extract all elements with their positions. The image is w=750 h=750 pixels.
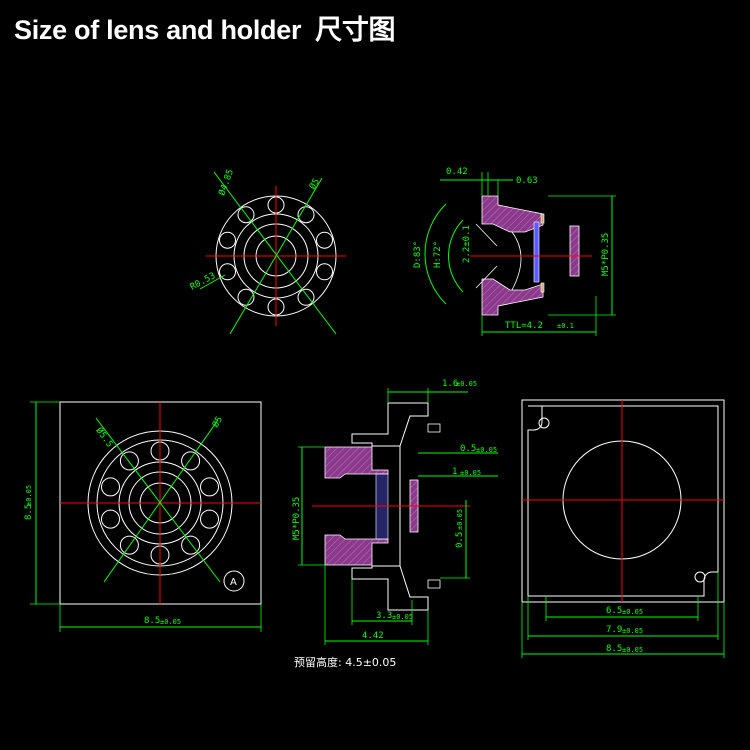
- side-ttl-tol: ±0.1: [557, 322, 574, 330]
- grip-notch: [119, 535, 139, 555]
- holder-bottom-w1-tol: ±0.05: [622, 608, 643, 616]
- holder-side-d2-tol: ±0.05: [476, 446, 497, 454]
- side-angle-d: D:83°: [413, 241, 423, 268]
- holder-top-d1: Ø5.5: [94, 425, 115, 449]
- page-title: Size of lens and holder 尺寸图: [14, 8, 396, 47]
- holder-top-height-tol: ±0.05: [25, 485, 33, 506]
- title-cn: 尺寸图: [315, 15, 396, 46]
- holder-bottom-w1: 6.5: [606, 606, 622, 616]
- holder-bottom-view: 6.5 ±0.05 7.9 ±0.05 8.5 ±0.05: [521, 399, 725, 658]
- lens-side-view: 0.42 0.63 D:83° H:72° 2.2±0.1 M5*P0.35 T…: [413, 167, 616, 336]
- holder-side-d1-tol: ±0.05: [456, 380, 477, 388]
- grip-notch: [316, 231, 333, 249]
- holder-side-d2: 0.5: [460, 444, 476, 454]
- side-d-top1: 0.42: [446, 167, 468, 177]
- grip-notch: [200, 509, 219, 529]
- holder-side-d5: 3.3: [376, 611, 392, 621]
- holder-side-d5-tol: ±0.05: [392, 613, 413, 621]
- grip-notch: [297, 288, 315, 306]
- holder-side-d1: 1.6: [442, 379, 458, 389]
- grip-notch: [316, 263, 333, 281]
- holder-top-d2: Ø5: [210, 415, 225, 430]
- grip-notch: [200, 477, 219, 497]
- top-d2-label: Ø5: [307, 177, 322, 192]
- side-angle-h: H:72°: [433, 241, 443, 268]
- holder-side-note: 预留高度: 4.5±0.05: [294, 655, 396, 669]
- side-thread: M5*P0.35: [601, 233, 611, 276]
- holder-bottom-w2-tol: ±0.05: [622, 627, 643, 635]
- holder-side-view: 1.6 ±0.05 0.5 ±0.05 1 ±0.05 0.5 ±0.05 M5…: [292, 379, 498, 669]
- grip-notch: [237, 206, 255, 224]
- holder-side-thread: M5*P0.35: [292, 497, 302, 540]
- holder-bottom-w2: 7.9: [606, 625, 622, 635]
- grip-notch: [181, 535, 201, 555]
- title-main: Size of lens and holder: [14, 15, 302, 45]
- grip-notch: [181, 451, 201, 471]
- marker-circle: [223, 570, 245, 592]
- grip-notch: [219, 263, 236, 281]
- grip-notch: [219, 231, 236, 249]
- side-ttl: TTL=4.2: [505, 321, 543, 331]
- side-glass: 2.2±0.1: [462, 225, 472, 263]
- marker-a: A: [230, 577, 237, 588]
- grip-notch: [101, 477, 120, 497]
- holder-top-width-tol: ±0.05: [160, 618, 181, 626]
- holder-side-d3-tol: ±0.05: [460, 469, 481, 477]
- holder-bottom-w3: 8.5: [606, 644, 622, 654]
- lens-top-view: Ø4.85 Ø5 R0.53: [189, 168, 346, 335]
- holder-side-d6: 4.42: [362, 631, 384, 641]
- holder-top-height: 8.5: [24, 504, 34, 520]
- holder-side-d4-tol: ±0.05: [456, 509, 464, 530]
- grip-notch: [119, 451, 139, 471]
- holder-side-d4: 0.5: [455, 532, 465, 548]
- top-d1-label: Ø4.85: [216, 168, 236, 197]
- holder-side-d3: 1: [452, 467, 457, 477]
- holder-bottom-w3-tol: ±0.05: [622, 646, 643, 654]
- holder-top-view: A Ø5.5 Ø5 8.5 ±0.05 8.5 ±0.05: [24, 401, 262, 632]
- side-d-top2: 0.63: [516, 176, 538, 186]
- holder-top-width: 8.5: [144, 616, 160, 626]
- grip-notch: [237, 288, 255, 306]
- grip-notch: [101, 509, 120, 529]
- top-radius-label: R0.53: [189, 271, 218, 293]
- grip-notch: [297, 206, 315, 224]
